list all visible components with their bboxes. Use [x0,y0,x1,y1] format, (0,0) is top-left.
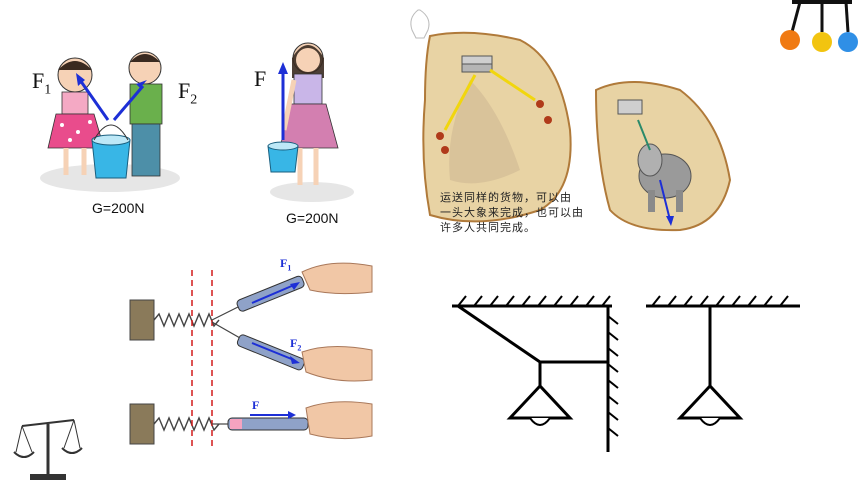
force-f1-label: F1 [32,68,52,98]
caption-line-1: 运送同样的货物，可以由 [440,191,572,204]
caption-line-2: 一头大象来完成，也可以由 [440,206,584,219]
spring-f2-label: F2 [290,336,302,353]
weight-label-2: G=200N [286,210,339,226]
caption-line-3: 许多人共同完成。 [440,221,536,234]
force-f2-label: F2 [178,78,198,108]
force-f-label: F [254,66,267,91]
elephant-caption: 运送同样的货物，可以由 一头大象来完成，也可以由 许多人共同完成。 [440,190,620,235]
weight-label-1: G=200N [92,200,145,216]
spring-f-label: F [252,398,260,412]
spring-f1-label: F1 [280,256,292,273]
